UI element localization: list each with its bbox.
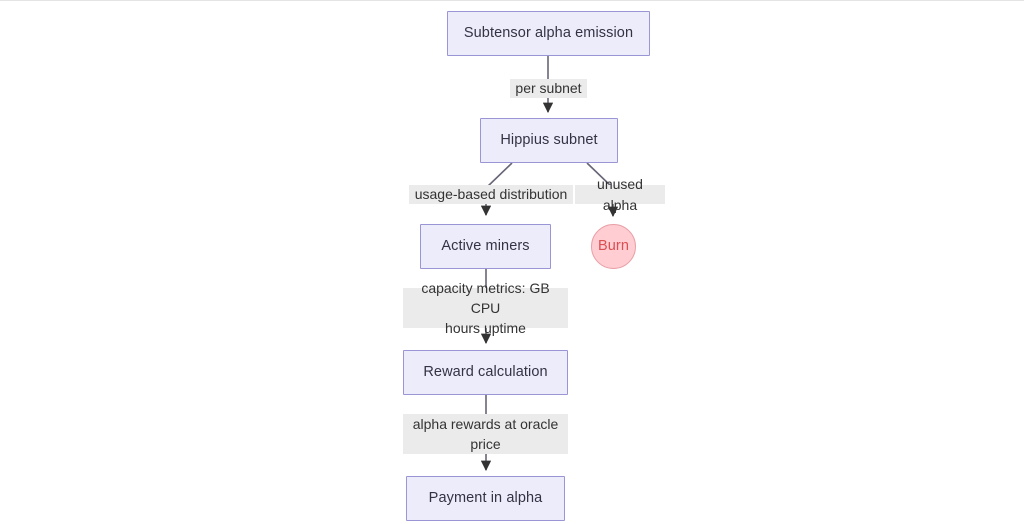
node-label: Payment in alpha [428, 490, 543, 507]
node-label: Reward calculation [423, 364, 548, 381]
node-label: Active miners [441, 238, 530, 255]
node-payment-in-alpha[interactable]: Payment in alpha [406, 476, 565, 521]
edge-label-alpha-rewards: alpha rewards at oracle price [403, 414, 568, 454]
node-active-miners[interactable]: Active miners [420, 224, 551, 269]
edge-label-text-line2: price [470, 436, 501, 452]
edge-label-text-line2: hours uptime [445, 320, 526, 337]
node-reward-calculation[interactable]: Reward calculation [403, 350, 568, 395]
edge-label-text: per subnet [515, 80, 582, 97]
node-subtensor-alpha-emission[interactable]: Subtensor alpha emission [447, 11, 650, 56]
node-label: Hippius subnet [500, 132, 598, 149]
edge-label-text: unused alpha [597, 176, 643, 213]
edge-label-text: usage-based distribution [414, 186, 568, 203]
node-label: Subtensor alpha emission [463, 25, 634, 42]
edge-label-text-line1: capacity metrics: GB CPU [421, 279, 550, 316]
edge-label-unused-alpha: unused alpha [575, 176, 665, 213]
node-label: Burn [597, 238, 630, 255]
edge-label-per-subnet: per subnet [510, 79, 587, 98]
node-burn[interactable]: Burn [591, 224, 636, 269]
node-hippius-subnet[interactable]: Hippius subnet [480, 118, 618, 163]
edge-label-capacity-metrics: capacity metrics: GB CPU hours uptime [403, 280, 568, 336]
edge-label-text-line1: alpha rewards at oracle [412, 415, 559, 432]
top-divider [0, 0, 1024, 1]
edge-label-usage-based-distribution: usage-based distribution [409, 185, 573, 204]
